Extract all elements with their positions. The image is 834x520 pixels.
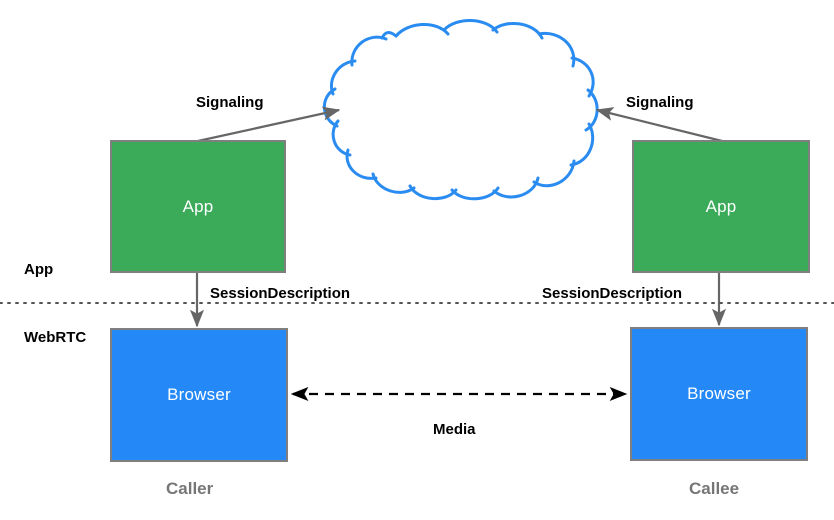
- layer-label-webrtc: WebRTC: [24, 329, 87, 346]
- session-description-label-left: SessionDescription: [208, 285, 353, 302]
- browser-box-caller[interactable]: Browser: [110, 328, 288, 462]
- app-box-caller-label: App: [182, 196, 214, 216]
- app-box-callee[interactable]: App: [632, 140, 810, 273]
- signaling-arrow-right: [595, 107, 723, 143]
- media-label: Media: [433, 421, 476, 438]
- app-box-callee-label: App: [705, 196, 737, 216]
- layer-label-app: App: [24, 261, 54, 278]
- party-label-caller: Caller: [166, 479, 214, 498]
- browser-box-callee[interactable]: Browser: [630, 327, 808, 461]
- signaling-arrow-left: [197, 106, 341, 143]
- signaling-label-right: Signaling: [626, 94, 694, 111]
- signaling-cloud-icon: [322, 19, 599, 201]
- signaling-label-left: Signaling: [196, 94, 264, 111]
- browser-box-callee-label: Browser: [687, 384, 751, 403]
- party-label-callee: Callee: [689, 479, 740, 498]
- browser-box-caller-label: Browser: [167, 385, 231, 404]
- app-box-caller[interactable]: App: [110, 140, 286, 273]
- session-description-label-right: SessionDescription: [540, 285, 685, 302]
